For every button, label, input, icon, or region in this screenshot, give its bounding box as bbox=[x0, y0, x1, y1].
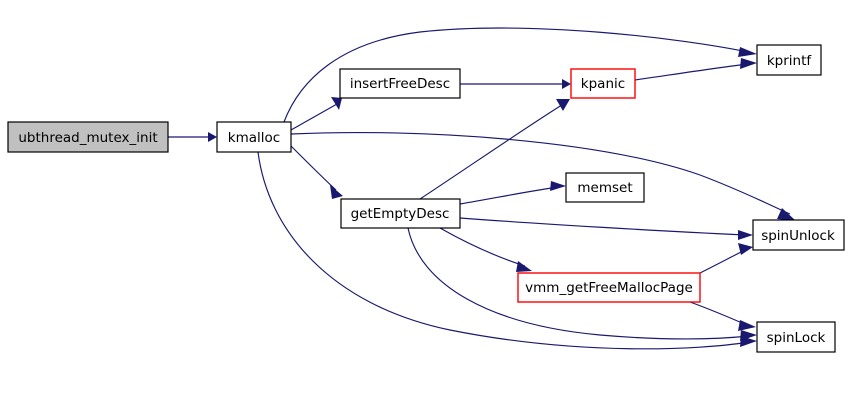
node-spinLock[interactable]: spinLock bbox=[756, 321, 836, 353]
edge-kmalloc-to-spinUnlock bbox=[290, 131, 796, 221]
edge-layer bbox=[168, 27, 796, 350]
edge-insertFreeDesc-to-kpanic bbox=[460, 79, 571, 89]
node-label-kpanic: kpanic bbox=[581, 76, 625, 92]
edge-getEmptyDesc-to-vmm_getFreeMallocPage bbox=[439, 227, 532, 272]
edge-kmalloc-to-kprintf bbox=[283, 27, 757, 123]
node-label-kmalloc: kmalloc bbox=[228, 130, 280, 146]
node-kpanic[interactable]: kpanic bbox=[570, 68, 636, 99]
node-kmalloc[interactable]: kmalloc bbox=[216, 121, 292, 153]
edge-kmalloc-to-insertFreeDesc bbox=[290, 97, 342, 131]
node-label-getEmptyDesc: getEmptyDesc bbox=[351, 206, 450, 222]
node-layer: ubthread_mutex_init kmalloc insertFreeDe… bbox=[7, 44, 845, 353]
edge-getEmptyDesc-to-spinLock bbox=[407, 227, 757, 341]
node-vmm_getFreeMallocPage[interactable]: vmm_getFreeMallocPage bbox=[517, 272, 701, 303]
node-label-spinUnlock: spinUnlock bbox=[761, 228, 835, 244]
node-label-ubthread_mutex_init: ubthread_mutex_init bbox=[18, 130, 157, 146]
edge-getEmptyDesc-to-memset bbox=[459, 181, 566, 205]
edge-getEmptyDesc-to-kpanic bbox=[419, 99, 570, 200]
node-label-insertFreeDesc: insertFreeDesc bbox=[350, 76, 450, 92]
node-label-kprintf: kprintf bbox=[767, 53, 813, 69]
edge-kpanic-to-kprintf bbox=[634, 58, 757, 81]
node-insertFreeDesc[interactable]: insertFreeDesc bbox=[339, 68, 461, 99]
edge-kmalloc-to-getEmptyDesc bbox=[290, 145, 343, 199]
node-kprintf[interactable]: kprintf bbox=[756, 44, 822, 76]
node-getEmptyDesc[interactable]: getEmptyDesc bbox=[340, 198, 461, 229]
edge-kmalloc-to-spinLock bbox=[257, 151, 757, 350]
edge-getEmptyDesc-to-spinUnlock bbox=[459, 217, 753, 240]
edge-ubthread_mutex_init-to-kmalloc bbox=[168, 132, 217, 142]
edge-vmm_getFreeMallocPage-to-spinLock bbox=[689, 301, 756, 331]
node-label-memset: memset bbox=[577, 180, 632, 196]
node-spinUnlock[interactable]: spinUnlock bbox=[752, 219, 845, 251]
node-memset[interactable]: memset bbox=[565, 172, 645, 203]
node-label-spinLock: spinLock bbox=[767, 330, 826, 346]
node-label-vmm_getFreeMallocPage: vmm_getFreeMallocPage bbox=[525, 280, 693, 296]
node-ubthread_mutex_init[interactable]: ubthread_mutex_init bbox=[7, 121, 169, 153]
edge-vmm_getFreeMallocPage-to-spinUnlock bbox=[699, 243, 753, 274]
